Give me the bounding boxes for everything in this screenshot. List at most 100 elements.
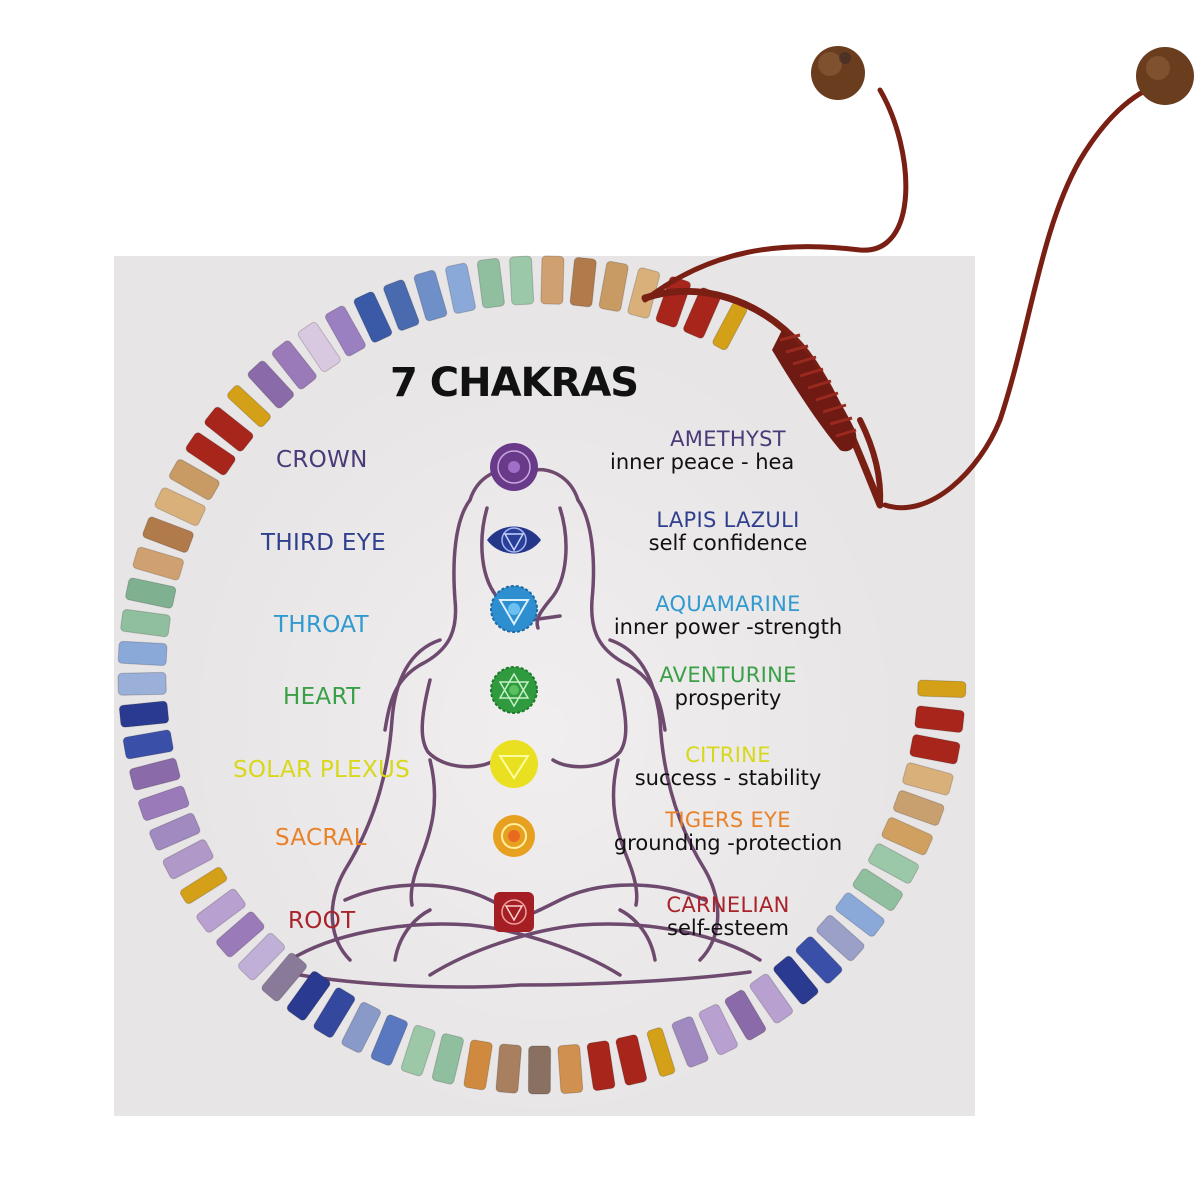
gemstone-bead xyxy=(341,1001,381,1053)
stone-name: AVENTURINE xyxy=(659,663,797,687)
gemstone-bead xyxy=(313,987,356,1038)
third-eye-chakra-icon xyxy=(487,526,541,554)
gemstone-bead xyxy=(261,952,307,1002)
gemstone-bead xyxy=(868,843,919,884)
gemstone-bead xyxy=(445,262,476,314)
gold-spacer-bead xyxy=(917,679,967,698)
gemstone-bead xyxy=(773,955,819,1005)
gemstone-bead xyxy=(615,1034,648,1086)
solar-plexus-chakra-icon xyxy=(490,740,538,788)
chakra-label-throat: THROAT xyxy=(274,612,369,638)
stone-meaning: success - stability xyxy=(634,766,822,790)
gold-spacer-bead xyxy=(180,866,228,905)
crown-chakra-icon xyxy=(490,443,538,491)
gemstone-bead xyxy=(237,932,286,981)
gemstone-bead xyxy=(129,757,181,791)
gemstone-bead xyxy=(795,936,843,984)
chakra-label-solar-plexus: SOLAR PLEXUS xyxy=(233,757,411,783)
chakra-label-third-eye: THIRD EYE xyxy=(261,530,386,556)
chakra-label-root: ROOT xyxy=(288,908,356,934)
stone-meaning: inner power -strength xyxy=(613,615,843,639)
stone-name: AMETHYST xyxy=(670,427,786,451)
gemstone-bead xyxy=(370,1014,408,1066)
gemstone-bead xyxy=(527,1045,552,1095)
gold-spacer-bead xyxy=(227,385,271,428)
stone-name: CARNELIAN xyxy=(666,893,790,917)
stone-name: AQUAMARINE xyxy=(655,592,801,616)
stone-meaning: grounding -protection xyxy=(613,831,843,855)
gemstone-bead xyxy=(271,340,317,390)
gemstone-bead xyxy=(598,260,629,312)
sacral-chakra-icon xyxy=(493,815,535,857)
gemstone-bead xyxy=(117,671,167,696)
stone-meaning: prosperity xyxy=(674,686,782,710)
stone-tigers-eye: TIGERS EYE grounding -protection xyxy=(588,809,868,855)
gemstone-bead xyxy=(698,1004,738,1056)
stone-name: TIGERS EYE xyxy=(665,808,791,832)
gemstone-bead xyxy=(671,1016,709,1068)
chakra-label-heart: HEART xyxy=(283,684,361,710)
gemstone-bead xyxy=(149,812,201,851)
macrame-knot xyxy=(772,330,857,452)
gemstone-bead xyxy=(495,1043,522,1094)
gemstone-bead xyxy=(413,269,448,322)
gemstone-bead xyxy=(909,734,961,765)
gemstone-bead-bracelet xyxy=(117,255,967,1095)
chakra-label-sacral: SACRAL xyxy=(275,825,367,851)
gemstone-bead xyxy=(383,279,420,331)
stone-lapis-lazuli: LAPIS LAZULI self confidence xyxy=(588,509,868,555)
gemstone-bead xyxy=(168,459,220,501)
gemstone-bead xyxy=(914,705,965,733)
gold-spacer-bead xyxy=(646,1027,676,1077)
gemstone-bead xyxy=(117,640,168,666)
gemstone-bead xyxy=(463,1039,493,1091)
stone-meaning: self confidence xyxy=(648,531,808,555)
stone-amethyst: AMETHYST inner peace - hea xyxy=(588,428,868,474)
gemstone-bead xyxy=(154,487,206,527)
gemstone-bead xyxy=(540,255,565,305)
gemstone-bead xyxy=(216,911,265,958)
stone-meaning: inner peace - hea xyxy=(610,450,795,474)
gemstone-bead xyxy=(204,406,254,452)
gemstone-bead xyxy=(286,970,331,1021)
gemstone-bead xyxy=(881,817,933,856)
gemstone-bead xyxy=(132,546,184,581)
gemstone-bead xyxy=(509,255,535,306)
gemstone-bead xyxy=(353,291,393,343)
gemstone-bead xyxy=(557,1044,584,1094)
gemstone-bead xyxy=(569,256,597,308)
gemstone-bead xyxy=(893,790,945,826)
gemstone-bead xyxy=(138,785,190,821)
gemstone-bead xyxy=(835,892,885,937)
wood-end-bead-right xyxy=(1136,47,1194,105)
gemstone-bead xyxy=(431,1033,464,1085)
gemstone-bead xyxy=(724,989,767,1041)
gemstone-bead xyxy=(816,915,865,962)
gemstone-bead xyxy=(852,868,903,911)
stone-name: LAPIS LAZULI xyxy=(656,508,800,532)
heart-chakra-icon xyxy=(490,666,538,714)
gemstone-bead xyxy=(400,1024,436,1077)
stone-name: CITRINE xyxy=(685,743,771,767)
gemstone-bead xyxy=(247,360,295,409)
gemstone-bead xyxy=(476,257,505,309)
gemstone-bead xyxy=(196,888,246,933)
gemstone-bead xyxy=(162,839,214,880)
gemstone-bead xyxy=(324,305,366,357)
stone-meaning: self-esteem xyxy=(667,916,789,940)
gemstone-bead xyxy=(185,432,236,476)
gemstone-bead xyxy=(586,1040,616,1092)
throat-chakra-icon xyxy=(490,585,538,633)
stone-carnelian: CARNELIAN self-esteem xyxy=(588,894,868,940)
gemstone-bead xyxy=(142,516,194,553)
gemstone-bead xyxy=(122,729,174,760)
wood-end-bead-left xyxy=(811,46,865,100)
gemstone-bead xyxy=(120,609,171,638)
chart-title: 7 CHAKRAS xyxy=(390,360,639,406)
gemstone-bead xyxy=(118,700,170,728)
stone-aquamarine: AQUAMARINE inner power -strength xyxy=(588,593,868,639)
gemstone-bead xyxy=(749,973,794,1024)
chakra-label-crown: CROWN xyxy=(276,447,368,473)
